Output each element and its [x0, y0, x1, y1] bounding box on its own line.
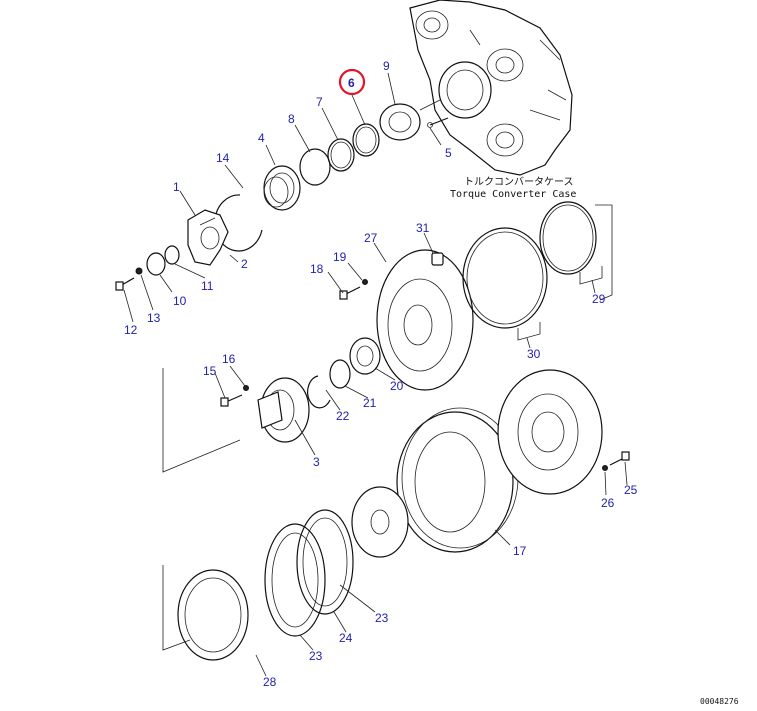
callout-18[interactable]: 18: [310, 262, 324, 276]
callout-29[interactable]: 29: [592, 292, 606, 306]
part-20-bearing: [349, 337, 381, 375]
part-8-ring: [299, 148, 331, 186]
callout-31[interactable]: 31: [416, 221, 430, 235]
part-23-disc: [264, 523, 326, 637]
part-24-plate: [296, 509, 354, 615]
highlight-circle-part-6: [338, 68, 366, 96]
part-13-lockwasher: [135, 267, 143, 275]
part-15-bolt: [220, 385, 249, 407]
callout-28[interactable]: 28: [263, 675, 277, 689]
callout-4[interactable]: 4: [258, 131, 265, 145]
callout-24[interactable]: 24: [339, 631, 353, 645]
callout-9[interactable]: 9: [383, 59, 390, 73]
part-17-housing: [396, 407, 519, 553]
callout-19[interactable]: 19: [333, 250, 347, 264]
case-label-en: Torque Converter Case: [450, 189, 576, 200]
callout-20[interactable]: 20: [390, 379, 404, 393]
callout-23b[interactable]: 23: [309, 649, 323, 663]
part-callouts: 1 2 3 4 5 6 7 8 9 10 11 12 13 14 15 16 1…: [124, 59, 638, 689]
callout-21[interactable]: 21: [363, 396, 377, 410]
part-4-housing: [263, 165, 301, 211]
part-30-ring: [462, 227, 548, 341]
part-11-oring: [164, 245, 180, 265]
callout-11[interactable]: 11: [201, 279, 214, 293]
callout-7[interactable]: 7: [316, 95, 323, 109]
callout-26[interactable]: 26: [601, 496, 615, 510]
callout-17[interactable]: 17: [513, 544, 527, 558]
callout-16[interactable]: 16: [222, 352, 236, 366]
part-7-ring: [327, 138, 355, 172]
part-3-gear: [257, 377, 310, 443]
torque-converter-case: [409, 0, 573, 176]
callout-8[interactable]: 8: [288, 112, 295, 126]
part-12-bolt: [115, 277, 135, 291]
part-6-ring: [352, 123, 380, 157]
callout-27[interactable]: 27: [364, 231, 378, 245]
part-5-pin: [427, 117, 449, 128]
callout-30[interactable]: 30: [527, 347, 541, 361]
part-10-washer: [146, 252, 166, 276]
callout-14[interactable]: 14: [216, 151, 230, 165]
part-1-yoke: [187, 209, 229, 266]
callout-10[interactable]: 10: [173, 294, 187, 308]
part-22-snap-ring: [307, 375, 331, 409]
drawing-number: 00048276: [700, 697, 739, 706]
case-label-jp: トルクコンバータケース: [464, 176, 574, 188]
part-27-plate: [376, 249, 474, 391]
callout-12[interactable]: 12: [124, 323, 138, 337]
callout-15[interactable]: 15: [203, 364, 217, 378]
callout-6[interactable]: 6: [348, 76, 355, 90]
callout-13[interactable]: 13: [147, 311, 161, 325]
part-9-bearing: [379, 103, 421, 141]
assembly-axis-lines: [162, 99, 613, 651]
clutch-drum: [497, 369, 603, 495]
callout-23a[interactable]: 23: [375, 611, 389, 625]
callout-5[interactable]: 5: [445, 146, 452, 160]
callout-2[interactable]: 2: [241, 257, 248, 271]
part-25-bolt: [602, 451, 630, 471]
clutch-hub: [351, 486, 409, 558]
callout-22[interactable]: 22: [336, 409, 350, 423]
callout-25[interactable]: 25: [624, 483, 638, 497]
callout-3[interactable]: 3: [313, 455, 320, 469]
part-31-plug: [431, 252, 444, 266]
part-28-plate: [177, 569, 249, 661]
part-18-bolt: [339, 279, 368, 300]
part-21-ring: [329, 359, 351, 389]
callout-1[interactable]: 1: [173, 180, 180, 194]
part-29-ring: [539, 201, 603, 285]
leader-lines: [123, 72, 628, 677]
